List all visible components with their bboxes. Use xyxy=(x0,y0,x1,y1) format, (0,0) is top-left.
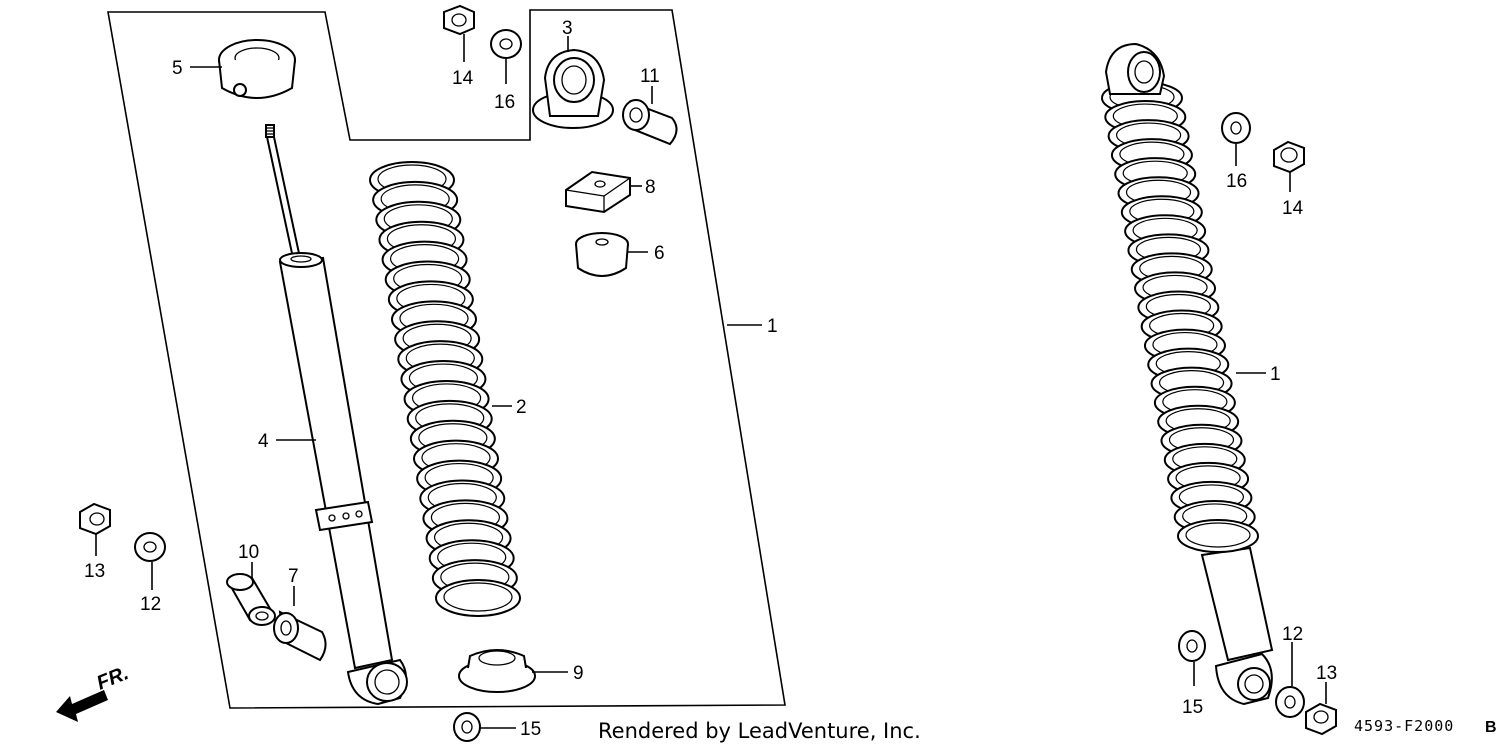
diagram-code: 4593-F2000 xyxy=(1354,717,1454,735)
callout-15[interactable]: 15 xyxy=(520,719,541,740)
callout-16[interactable]: 16 xyxy=(494,92,515,113)
callout-14[interactable]: 14 xyxy=(452,68,474,89)
callout-1-right[interactable]: 1 xyxy=(1270,364,1281,385)
washer-12-right[interactable] xyxy=(1275,686,1305,718)
callout-7[interactable]: 7 xyxy=(288,566,299,587)
callout-2[interactable]: 2 xyxy=(516,397,527,418)
bushing-part-11[interactable] xyxy=(622,99,678,146)
assembled-coil-spring xyxy=(1101,81,1259,553)
spring-coil-inner xyxy=(443,582,513,612)
nut-part-top[interactable] xyxy=(443,4,475,36)
callout-13-right[interactable]: 13 xyxy=(1316,663,1337,684)
rubber-bushing-part[interactable] xyxy=(575,232,629,277)
callout-13[interactable]: 13 xyxy=(84,561,105,582)
washer-16-right[interactable] xyxy=(1221,112,1251,144)
washer-15-right[interactable] xyxy=(1178,630,1206,662)
nut-14-right[interactable] xyxy=(1273,140,1305,174)
callout-3[interactable]: 3 xyxy=(562,18,573,39)
callout-12[interactable]: 12 xyxy=(140,594,161,615)
callout-11[interactable]: 11 xyxy=(640,66,660,87)
damper-part[interactable] xyxy=(265,124,408,706)
spring-adjuster-part[interactable] xyxy=(218,39,296,99)
watermark-text: Rendered by LeadVenture, Inc. xyxy=(598,719,921,743)
assembled-shock-view[interactable] xyxy=(1101,42,1274,706)
leader-lines-left xyxy=(95,34,762,729)
upper-mount-part[interactable] xyxy=(532,48,614,129)
callout-9[interactable]: 9 xyxy=(573,663,584,684)
coil-spring-part[interactable] xyxy=(369,161,521,617)
callout-5[interactable]: 5 xyxy=(172,58,183,79)
callouts-right: 16 14 1 15 12 13 xyxy=(1182,171,1337,718)
washer-part-top[interactable] xyxy=(490,29,522,59)
leader-lines-right xyxy=(1193,144,1327,704)
nut-part-left[interactable] xyxy=(79,502,111,536)
bushing-part-7[interactable] xyxy=(273,610,327,662)
callout-12-right[interactable]: 12 xyxy=(1282,624,1303,645)
callout-4[interactable]: 4 xyxy=(258,431,269,452)
callout-16-right[interactable]: 16 xyxy=(1226,171,1247,192)
spring-coil xyxy=(435,579,521,617)
callout-1[interactable]: 1 xyxy=(767,316,778,337)
callout-10[interactable]: 10 xyxy=(238,542,259,563)
callouts-left: 5 14 16 3 11 8 6 1 2 4 13 12 10 7 9 15 xyxy=(84,18,778,740)
callout-15-right[interactable]: 15 xyxy=(1182,697,1203,718)
washer-part-bottom[interactable] xyxy=(453,712,481,742)
spring-seat-part[interactable] xyxy=(458,649,536,693)
diagram-code-suffix: B xyxy=(1485,719,1497,736)
callout-14-right[interactable]: 14 xyxy=(1282,198,1304,219)
callout-6[interactable]: 6 xyxy=(654,243,665,264)
front-direction-label: FR. xyxy=(94,662,132,694)
front-direction-arrow: FR. xyxy=(56,662,132,722)
nut-13-right[interactable] xyxy=(1305,702,1337,736)
collar-part[interactable] xyxy=(226,573,276,626)
spacer-block-part[interactable] xyxy=(565,170,631,214)
spring-coil-inner xyxy=(1185,522,1251,548)
washer-part-left[interactable] xyxy=(134,532,166,562)
assembly-outline xyxy=(107,9,786,709)
callout-8[interactable]: 8 xyxy=(645,177,656,198)
